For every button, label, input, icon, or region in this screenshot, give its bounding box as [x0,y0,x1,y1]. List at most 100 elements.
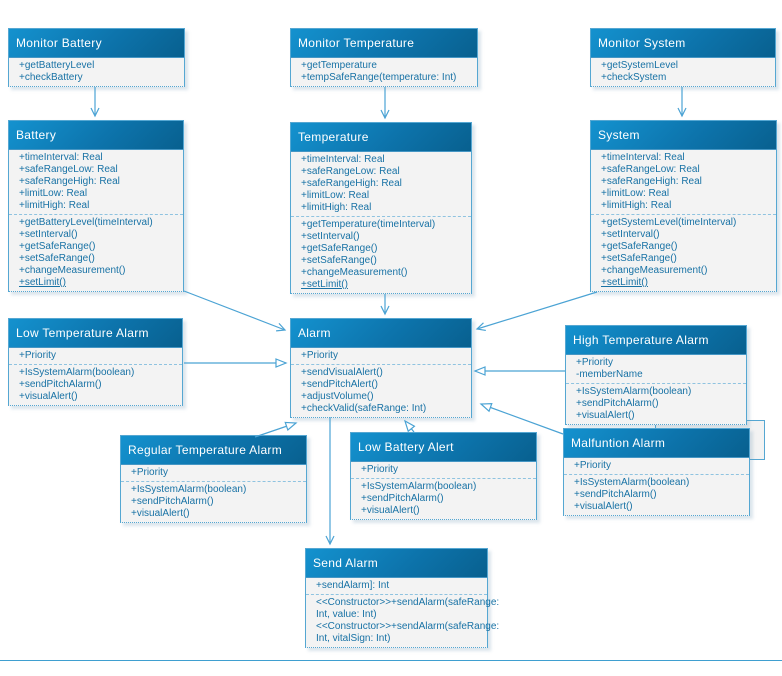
method: +sendPitchAlarm() [576,398,659,409]
class-monitor-system[interactable]: Monitor System +getSystemLevel +checkSys… [590,28,776,87]
class-low-battery-alert[interactable]: Low Battery Alert +Priority +IsSystemAla… [350,432,537,520]
method: +getSafeRange() [19,241,96,252]
method: +changeMeasurement() [19,265,126,276]
method-static: +setLimit() [601,277,648,288]
method: +getTemperature [301,60,377,71]
class-send-alarm[interactable]: Send Alarm +sendAlarm]: Int <<Constructo… [305,548,500,648]
method: +tempSafeRange(temperature: Int) [301,72,457,83]
class-temperature[interactable]: Temperature +timeInterval: Real +safeRan… [290,122,472,294]
attribute: +limitHigh: Real [301,202,372,213]
method-static: +setLimit() [19,277,66,288]
class-low-temperature-alarm[interactable]: Low Temperature Alarm +Priority +IsSyste… [8,318,183,406]
attribute: +sendAlarm]: Int [316,580,390,591]
method: +sendPitchAlarm() [574,489,657,500]
class-title: Regular Temperature Alarm [121,436,306,465]
class-monitor-temperature[interactable]: Monitor Temperature +getTemperature +tem… [290,28,478,87]
attribute: +timeInterval: Real [19,152,103,163]
attribute: +Priority [19,350,56,361]
attribute: +safeRangeHigh: Real [301,178,402,189]
attribute: +Priority [361,464,398,475]
method: +visualAlert() [131,508,190,519]
method: +changeMeasurement() [301,267,408,278]
class-title: Low Temperature Alarm [9,319,182,348]
attribute: +limitHigh: Real [19,200,90,211]
method: +setInterval() [601,229,660,240]
attribute: +safeRangeLow: Real [19,164,118,175]
method: +checkBattery [19,72,83,83]
connector-system-alarm[interactable] [475,291,598,332]
method: +sendPitchAlarm() [131,496,214,507]
method: +setInterval() [301,231,360,242]
method: +setInterval() [19,229,78,240]
class-title: Send Alarm [306,549,487,578]
method: +getSystemLevel [601,60,678,71]
method: <<Constructor>>+sendAlarm(safeRange: Int… [316,597,500,620]
class-title: High Temperature Alarm [566,326,746,355]
method: +getBatteryLevel [19,60,95,71]
method: +getSystemLevel(timeInterval) [601,217,737,228]
attribute: +Priority [574,460,611,471]
class-title: Monitor System [591,29,775,58]
method: +checkValid(safeRange: Int) [301,403,427,414]
attribute: +limitHigh: Real [601,200,672,211]
connector-malfunctionalarm-alarm[interactable] [479,403,564,435]
class-title: Temperature [291,123,471,152]
class-alarm[interactable]: Alarm +Priority +sendVisualAlert() +send… [290,318,472,418]
method: +IsSystemAlarm(boolean) [576,386,692,397]
page-divider [0,660,782,661]
class-title: Battery [9,121,183,150]
method: +IsSystemAlarm(boolean) [361,481,477,492]
class-title: Malfuntion Alarm [564,429,749,458]
method: <<Constructor>>+sendAlarm(safeRange: Int… [316,621,500,644]
method: +adjustVolume() [301,391,374,402]
method: +sendPitchAlert() [301,379,378,390]
attribute: +safeRangeLow: Real [601,164,700,175]
class-title: Alarm [291,319,471,348]
class-monitor-battery[interactable]: Monitor Battery +getBatteryLevel +checkB… [8,28,185,87]
method: +getSafeRange() [301,243,378,254]
method: +sendPitchAlarm() [19,379,102,390]
connector-regulartempalarm-alarm[interactable] [254,421,298,438]
attribute: +Priority [131,467,168,478]
method: +checkSystem [601,72,667,83]
attribute: +Priority [301,350,338,361]
connector-battery-alarm[interactable] [183,290,287,332]
class-battery[interactable]: Battery +timeInterval: Real +safeRangeLo… [8,120,184,292]
attribute: +limitLow: Real [601,188,670,199]
method: +getTemperature(timeInterval) [301,219,436,230]
attribute: +timeInterval: Real [601,152,685,163]
attribute: +safeRangeHigh: Real [601,176,702,187]
method: +setSafeRange() [301,255,377,266]
method: +changeMeasurement() [601,265,708,276]
class-title: System [591,121,776,150]
attribute: +Priority [576,357,613,368]
method: +visualAlert() [19,391,78,402]
method: +visualAlert() [361,505,420,516]
method: +sendVisualAlert() [301,367,383,378]
method: +visualAlert() [574,501,633,512]
class-title: Monitor Battery [9,29,184,58]
method: +IsSystemAlarm(boolean) [19,367,135,378]
class-high-temperature-alarm[interactable]: High Temperature Alarm +Priority -member… [565,325,747,425]
class-regular-temperature-alarm[interactable]: Regular Temperature Alarm +Priority +IsS… [120,435,307,523]
method: +IsSystemAlarm(boolean) [574,477,690,488]
attribute: +safeRangeLow: Real [301,166,400,177]
method: +visualAlert() [576,410,635,421]
method-static: +setLimit() [301,279,348,290]
method: +setSafeRange() [601,253,677,264]
attribute: +safeRangeHigh: Real [19,176,120,187]
class-system[interactable]: System +timeInterval: Real +safeRangeLow… [590,120,777,292]
attribute: -memberName [576,369,643,380]
class-title: Low Battery Alert [351,433,536,462]
class-malfunction-alarm[interactable]: Malfuntion Alarm +Priority +IsSystemAlar… [563,428,750,516]
method: +IsSystemAlarm(boolean) [131,484,247,495]
class-title: Monitor Temperature [291,29,477,58]
method: +sendPitchAlarm() [361,493,444,504]
method: +setSafeRange() [19,253,95,264]
attribute: +limitLow: Real [19,188,88,199]
attribute: +timeInterval: Real [301,154,385,165]
connector-lowbatteryalert-alarm[interactable] [403,419,416,433]
method: +getSafeRange() [601,241,678,252]
attribute: +limitLow: Real [301,190,370,201]
